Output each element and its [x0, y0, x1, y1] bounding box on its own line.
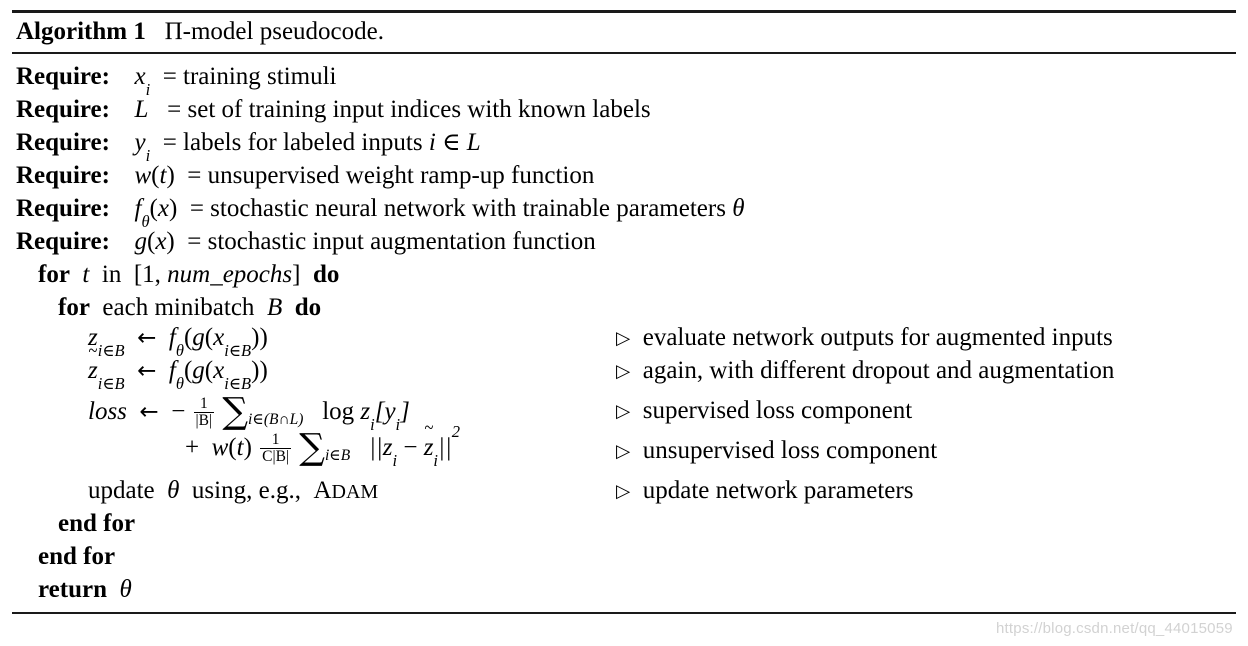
- assign-ztilde-line: zi∈B ← fθ(g(xi∈B)): [88, 356, 268, 393]
- weight-function: w(t): [211, 433, 252, 461]
- summation-icon: ∑: [222, 391, 249, 433]
- require-label: Require:: [16, 228, 110, 255]
- require-label: Require:: [16, 162, 110, 189]
- algorithm-title-label: Algorithm 1: [16, 18, 146, 45]
- require-symbol: g: [134, 228, 147, 255]
- end-for-outer: end for: [38, 543, 116, 570]
- algorithm-title-rule: [12, 52, 1236, 54]
- require-index-var: i: [428, 129, 436, 156]
- for-inner-line: for each minibatch B do: [58, 293, 321, 323]
- in-keyword: in: [101, 261, 122, 288]
- comment-text: update network parameters: [642, 477, 914, 504]
- require-description: = labels for labeled inputs: [156, 129, 429, 156]
- comment-line-5: ▷ update network parameters: [616, 476, 913, 508]
- end-for-inner: end for: [58, 510, 136, 537]
- do-keyword: do: [312, 261, 340, 288]
- fraction-one-over-absB: 1 |B|: [193, 395, 215, 430]
- algorithm-top-rule: [12, 10, 1236, 13]
- for-keyword: for: [38, 261, 70, 288]
- minibatch-var: B: [266, 294, 283, 321]
- update-text-after: using, e.g.,: [191, 477, 301, 504]
- comment-line-4: ▷ unsupervised loss component: [616, 436, 937, 468]
- watermark-text: https://blog.csdn.net/qq_44015059: [996, 620, 1233, 637]
- return-keyword: return: [38, 576, 107, 603]
- update-text-before: update: [88, 477, 155, 504]
- assign-arrow: ←: [137, 325, 157, 351]
- require-description: = set of training input indices with kno…: [154, 96, 651, 123]
- require-line-5: Require: fθ(x) = stochastic neural netwo…: [16, 195, 745, 231]
- ztilde-lhs: zi∈B: [88, 357, 125, 391]
- loss-lhs: loss: [88, 397, 127, 425]
- assign-arrow: ←: [137, 358, 157, 384]
- require-set-var: L: [466, 129, 481, 156]
- require-line-2: Require: L = set of training input indic…: [16, 95, 651, 125]
- require-line-1: Require: xi = training stimuli: [16, 62, 337, 99]
- for-inner-text: each minibatch: [102, 294, 255, 321]
- triangle-marker-icon: ▷: [616, 400, 631, 422]
- loop-range-end: num_epochs: [167, 261, 293, 288]
- triangle-marker-icon: ▷: [616, 440, 631, 462]
- triangle-marker-icon: ▷: [616, 480, 631, 502]
- loss-line-2: + w(t) 1 C|B| ∑i∈B ||zi − zi||2: [185, 423, 460, 468]
- theta-symbol: θ: [167, 477, 180, 504]
- optimizer-name: ADAM: [313, 477, 379, 504]
- z-lhs: zi∈B: [88, 324, 125, 360]
- assign-arrow: ←: [139, 398, 159, 425]
- require-symbol: fθ: [134, 195, 150, 231]
- require-symbol: w: [134, 162, 152, 189]
- comment-text: again, with different dropout and augmen…: [642, 357, 1115, 384]
- require-label: Require:: [16, 96, 110, 123]
- require-line-3: Require: yi = labels for labeled inputs …: [16, 129, 481, 165]
- ztilde-rhs: fθ(g(xi∈B)): [168, 357, 268, 393]
- fraction-denominator: |B|: [193, 412, 215, 430]
- fraction-denominator: C|B|: [260, 448, 292, 466]
- comment-text: evaluate network outputs for augmented i…: [642, 324, 1113, 351]
- update-line: update θ using, e.g., ADAM: [88, 476, 378, 507]
- require-symbol: xi: [134, 63, 151, 99]
- algorithm-bottom-rule: [12, 612, 1236, 614]
- fraction-numerator: 1: [271, 431, 280, 448]
- norm-term: ||zi − zi||2: [369, 423, 460, 468]
- comment-text: unsupervised loss component: [642, 437, 938, 464]
- require-description: = unsupervised weight ramp-up function: [181, 162, 595, 189]
- fraction-one-over-CabsB: 1 C|B|: [260, 431, 292, 466]
- loss-line-1: loss ← − 1 |B| ∑i∈(B∩L) log zi[yi]: [88, 394, 410, 434]
- summation-subscript: i∈B: [325, 447, 351, 465]
- return-line: return θ: [38, 575, 132, 605]
- do-keyword: do: [294, 294, 322, 321]
- plus-sign: +: [185, 433, 200, 461]
- minus-sign: −: [171, 397, 186, 425]
- log-operator: log: [322, 397, 355, 425]
- require-label: Require:: [16, 63, 110, 90]
- theta-symbol: θ: [732, 195, 745, 222]
- triangle-marker-icon: ▷: [616, 360, 631, 382]
- require-line-6: Require: g(x) = stochastic input augment…: [16, 228, 596, 255]
- require-description: = stochastic neural network with trainab…: [183, 195, 733, 222]
- comment-line-3: ▷ supervised loss component: [616, 396, 912, 428]
- algorithm-title-text: Π-model pseudocode.: [164, 18, 384, 45]
- summation-subscript: i∈(B∩L): [248, 411, 304, 429]
- require-line-4: Require: w(t) = unsupervised weight ramp…: [16, 162, 595, 189]
- require-label: Require:: [16, 129, 110, 156]
- require-symbol: yi: [134, 129, 151, 165]
- require-description: = stochastic input augmentation function: [181, 228, 596, 255]
- require-description: = training stimuli: [156, 63, 337, 90]
- require-symbol: L: [134, 96, 149, 123]
- loop-var: t: [82, 261, 90, 288]
- comment-line-2: ▷ again, with different dropout and augm…: [616, 356, 1114, 388]
- fraction-numerator: 1: [199, 395, 208, 412]
- for-outer-line: for t in [1, num_epochs] do: [38, 261, 340, 288]
- triangle-marker-icon: ▷: [616, 327, 631, 349]
- require-label: Require:: [16, 195, 110, 222]
- algorithm-title: Algorithm 1 Π-model pseudocode.: [16, 15, 384, 49]
- z-rhs: fθ(g(xi∈B)): [168, 324, 268, 360]
- assign-z-line: zi∈B ← fθ(g(xi∈B)): [88, 323, 268, 360]
- comment-line-1: ▷ evaluate network outputs for augmented…: [616, 323, 1113, 355]
- summation-icon: ∑: [299, 427, 325, 469]
- log-argument: zi[yi]: [360, 397, 410, 434]
- comment-text: supervised loss component: [642, 397, 913, 424]
- for-keyword: for: [58, 294, 90, 321]
- theta-symbol: θ: [119, 576, 132, 603]
